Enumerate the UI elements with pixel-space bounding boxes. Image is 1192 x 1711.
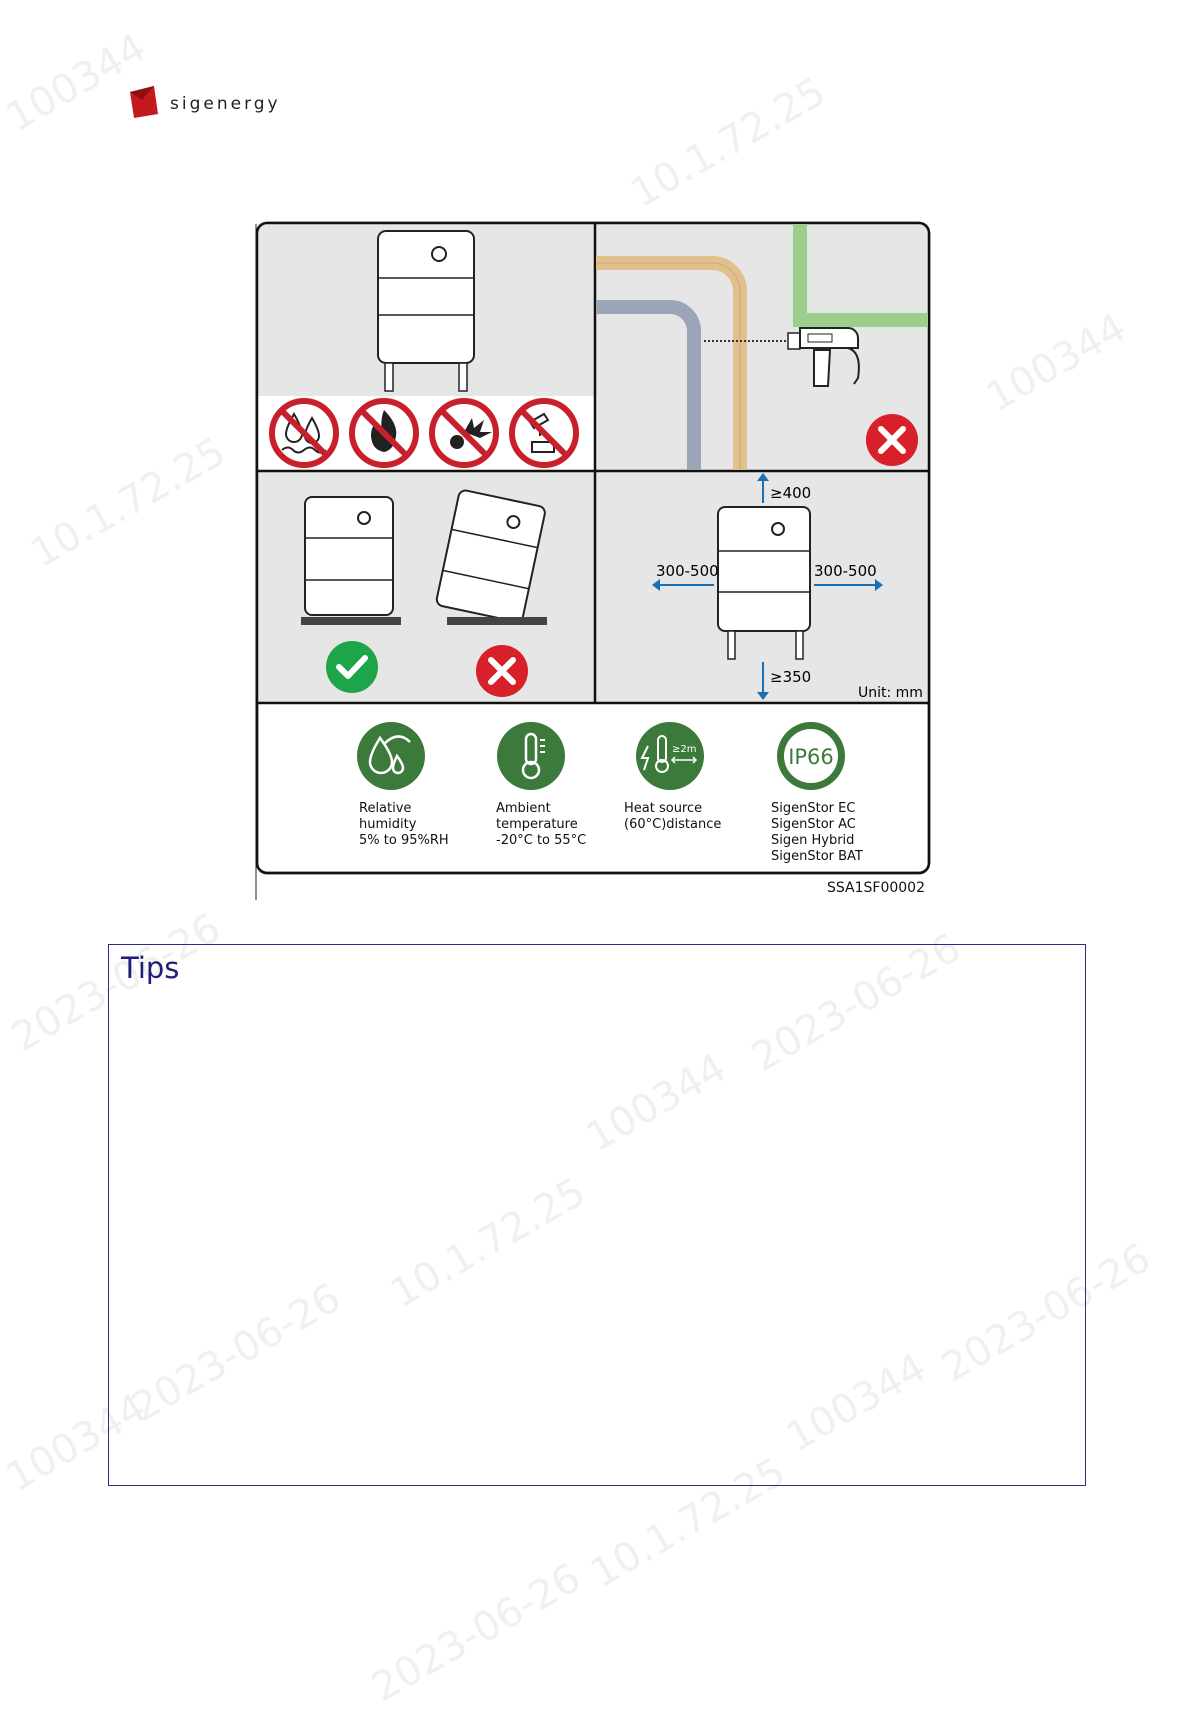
heat-source-line2: (60°C)distance	[624, 817, 721, 832]
heat-source-line1: Heat source	[624, 801, 702, 816]
clearance-bottom-label: ≥350	[770, 668, 811, 686]
not-allowed-icon	[866, 414, 918, 466]
no-water-icon	[269, 398, 339, 468]
watermark: 100344	[0, 24, 154, 142]
model-line2: SigenStor AC	[771, 817, 856, 832]
clearance-top-label: ≥400	[770, 484, 811, 502]
battery-cabinet-icon	[377, 230, 475, 392]
no-corrosive-icon	[509, 398, 579, 468]
watermark: 100344	[978, 304, 1134, 422]
humidity-line2: humidity	[359, 817, 417, 832]
temperature-line1: Ambient	[496, 801, 551, 816]
clearance-right-label: 300-500	[814, 562, 877, 580]
tips-title: Tips	[121, 951, 180, 985]
level-cabinet-icon	[301, 496, 401, 625]
heat-distance-badge: ≥2m	[672, 744, 696, 755]
humidity-line3: 5% to 95%RH	[359, 833, 449, 848]
installation-requirements-figure: ≥400 300-500 300-500 ≥350 Unit: mm ≥2m	[252, 200, 942, 904]
no-fire-icon	[349, 398, 419, 468]
watermark: 2023-06-26	[364, 1554, 589, 1711]
figure-code: SSA1SF00002	[827, 880, 925, 896]
ip66-icon: IP66	[777, 722, 845, 790]
correct-icon	[326, 641, 378, 693]
humidity-icon	[357, 722, 425, 790]
tips-box: Tips	[108, 944, 1086, 1486]
watermark: 10.1.72.25	[622, 69, 834, 217]
clearance-left-label: 300-500	[656, 562, 719, 580]
humidity-line1: Relative	[359, 801, 411, 816]
tilted-cabinet-icon	[435, 489, 546, 623]
incorrect-icon	[476, 645, 528, 697]
temperature-line2: temperature	[496, 817, 578, 832]
pipes-illustration	[596, 224, 928, 470]
drill-icon	[704, 327, 860, 387]
heat-source-icon: ≥2m	[636, 722, 704, 790]
clearance-diagram: ≥400 300-500 300-500 ≥350 Unit: mm	[652, 473, 923, 701]
ip66-badge: IP66	[788, 745, 834, 769]
watermark: 10.1.72.25	[22, 429, 234, 577]
brand-logo: SIGENERGY	[128, 84, 318, 122]
model-line1: SigenStor EC	[771, 801, 855, 816]
brand-mark-icon	[130, 86, 158, 118]
thermometer-icon	[497, 722, 565, 790]
model-line3: Sigen Hybrid	[771, 833, 854, 848]
brand-name: SIGENERGY	[170, 94, 281, 114]
temperature-line3: -20°C to 55°C	[496, 833, 586, 848]
unit-label: Unit: mm	[858, 685, 923, 701]
no-explosive-icon	[429, 398, 499, 468]
model-line4: SigenStor BAT	[771, 849, 863, 864]
